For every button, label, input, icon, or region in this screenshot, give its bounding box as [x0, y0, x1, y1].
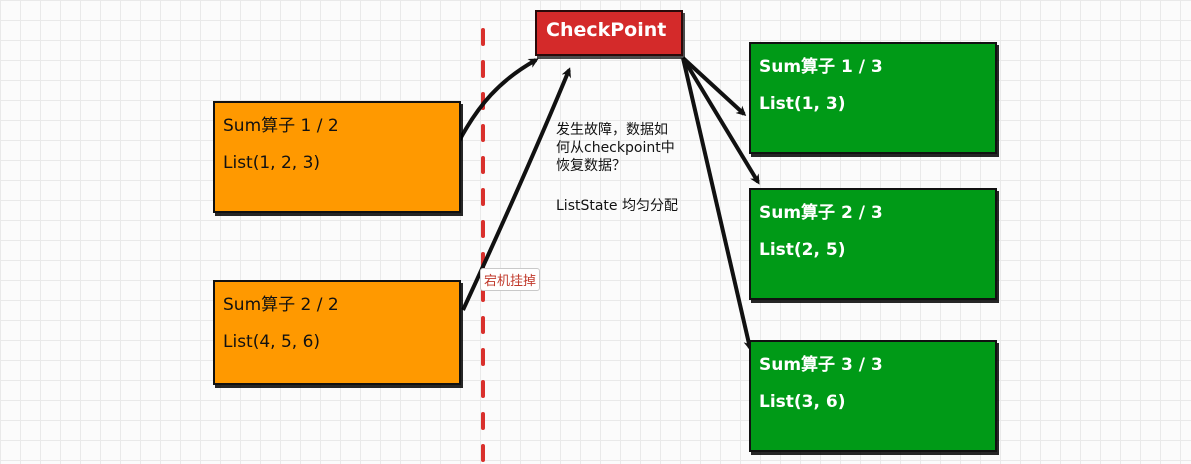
target-operator-1-state: List(1, 3) [759, 94, 846, 114]
annotation-line-1: 发生故障，数据如 [556, 122, 668, 138]
annotation-line-2: 何从checkpoint中 [556, 140, 675, 156]
source-operator-2-title: Sum算子 2 / 2 [223, 295, 339, 315]
failure-tag: 宕机挂掉 [480, 268, 541, 291]
annotation-line-3: 恢复数据？ [556, 158, 626, 174]
checkpoint-label: CheckPoint [546, 19, 667, 41]
target-operator-2-state: List(2, 5) [759, 240, 846, 260]
arrow-source1-to-checkpoint [456, 58, 539, 144]
target-operator-3-title: Sum算子 3 / 3 [759, 355, 883, 375]
source-operator-1-title: Sum算子 1 / 2 [223, 116, 339, 136]
annotation-note: ListState 均匀分配 [556, 198, 678, 214]
recovery-annotation: 发生故障，数据如 何从checkpoint中 恢复数据？ ListState 均… [556, 121, 706, 215]
target-operator-1[interactable]: Sum算子 1 / 3 List(1, 3) [749, 42, 997, 154]
arrow-checkpoint-to-target1 [681, 56, 747, 117]
annotation-spacer [556, 175, 706, 197]
target-operator-1-title: Sum算子 1 / 3 [759, 57, 883, 77]
target-operator-2[interactable]: Sum算子 2 / 3 List(2, 5) [749, 188, 997, 300]
target-operator-2-title: Sum算子 2 / 3 [759, 203, 883, 223]
target-operator-3-state: List(3, 6) [759, 392, 846, 412]
checkpoint-node[interactable]: CheckPoint [535, 10, 683, 56]
arrow-checkpoint-to-target2 [681, 56, 760, 185]
source-operator-1[interactable]: Sum算子 1 / 2 List(1, 2, 3) [213, 101, 461, 213]
arrow-source2-to-checkpoint [461, 67, 571, 311]
arrow-checkpoint-to-target3 [681, 57, 754, 351]
source-operator-1-state: List(1, 2, 3) [223, 153, 321, 173]
source-operator-2-state: List(4, 5, 6) [223, 332, 321, 352]
source-operator-2[interactable]: Sum算子 2 / 2 List(4, 5, 6) [213, 280, 461, 385]
target-operator-3[interactable]: Sum算子 3 / 3 List(3, 6) [749, 340, 997, 452]
